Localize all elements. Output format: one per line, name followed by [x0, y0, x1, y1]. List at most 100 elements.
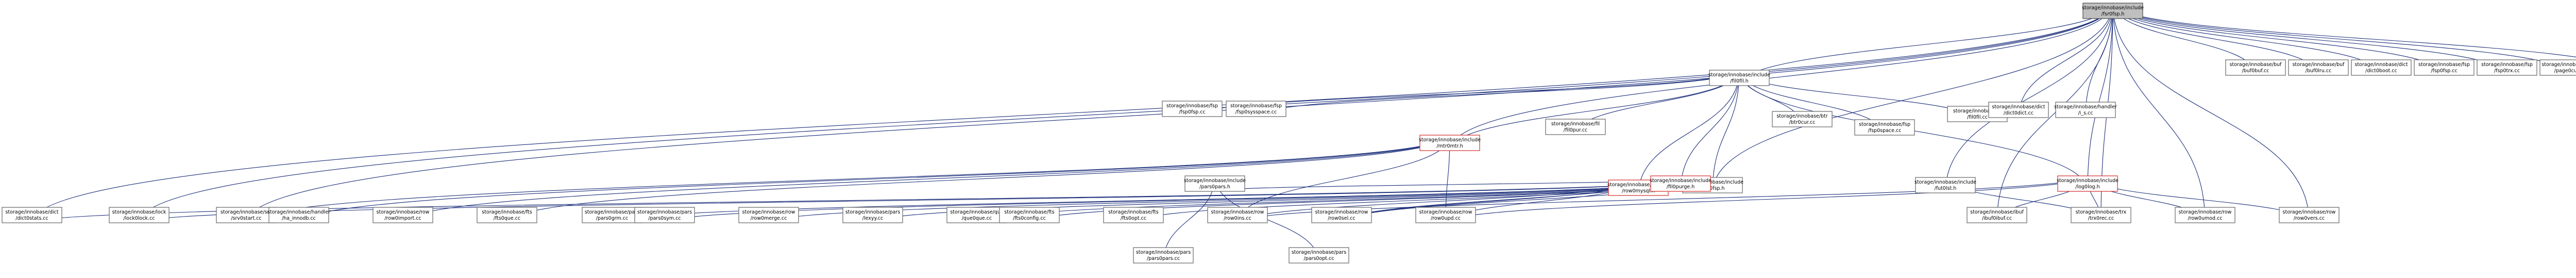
node-ibuf0ibuf[interactable]: storage/innobase/ibuf/ibuf0ibuf.cc [1967, 207, 2027, 223]
node-label: storage/innobase/include [2082, 5, 2144, 11]
node-row0merge[interactable]: storage/innobase/row/row0merge.cc [738, 207, 799, 223]
node-label: /row0upd.cc [1431, 216, 1461, 221]
edge-ha_innodb-to-mtr0mtr [298, 135, 1452, 223]
node-trx0rec[interactable]: storage/innobase/trx/trx0rec.cc [2071, 207, 2131, 223]
node-fil0fil[interactable]: storage/innobase/include/fil0fil.h [1708, 70, 1770, 86]
node-fsp0fsp_fsp[interactable]: storage/innobase/fsp/fsp0fsp.cc [2414, 59, 2475, 76]
node-box [1311, 207, 1372, 223]
node-fil0pur[interactable]: storage/innobase/fil/fil0pur.cc [1545, 119, 1606, 135]
node-i_s[interactable]: storage/innobase/handler/i_s.cc [2054, 102, 2117, 118]
node-fsp0trx[interactable]: storage/innobase/fsp/fsp0trx.cc [2477, 59, 2537, 76]
node-pars0grm[interactable]: storage/innobase/pars/pars0grm.cc [582, 207, 642, 223]
node-label: storage/innobase/pars [845, 209, 900, 215]
edge-fsp0fsp_cc-to-fil0fil [1192, 70, 1741, 117]
node-dict0stats[interactable]: storage/innobase/dict/dict0stats.cc [2, 207, 62, 223]
node-box [582, 207, 642, 223]
node-srv0start[interactable]: storage/innobase/srv/srv0start.cc [216, 207, 277, 223]
node-label: storage/innobase/include [1184, 178, 1246, 184]
node-label: /fut0lst.h [1935, 186, 1957, 191]
node-label: /page0cur.cc [2554, 68, 2576, 74]
node-row0ins[interactable]: storage/innobase/row/row0ins.cc [1207, 207, 1268, 223]
node-lexyy[interactable]: storage/innobase/pars/lexyy.cc [842, 207, 903, 223]
node-fil0purge[interactable]: storage/innobase/include/fil0purge.h [1650, 175, 1711, 192]
node-label: storage/innobase/row [377, 209, 430, 215]
node-label: /buf0lru.cc [2306, 68, 2332, 74]
node-label: /lexyy.cc [862, 216, 884, 221]
node-label: storage/innobase/pars [1136, 250, 1191, 255]
node-label: /trx0rec.cc [2088, 216, 2114, 221]
node-page0cur[interactable]: storage/innobase/page/page0cur.cc [2539, 59, 2576, 76]
node-box [1915, 177, 1976, 193]
node-log0log[interactable]: storage/innobase/include/log0log.h [2057, 175, 2119, 192]
node-label: storage/innobase/buf [2229, 62, 2282, 68]
node-fsp0space[interactable]: storage/innobase/fsp/fsp0space.cc [1854, 119, 1915, 136]
node-label: storage/innobase/handler [267, 209, 330, 215]
node-pars0opt[interactable]: storage/innobase/pars/pars0opt.cc [1289, 247, 1349, 264]
node-mtr0mtr[interactable]: storage/innobase/include/mtr0mtr.h [1419, 135, 1481, 151]
node-fsp0fsp_cc[interactable]: storage/innobase/fsp/fsp0fsp.cc [1162, 101, 1223, 117]
node-label: /fsp0trx.cc [2494, 68, 2520, 74]
node-row0umod[interactable]: storage/innobase/row/row0umod.cc [2175, 207, 2235, 223]
edge-dict0stats-to-root [31, 3, 2115, 223]
node-box [2539, 59, 2576, 76]
node-box [1162, 101, 1223, 117]
node-box [1415, 207, 1476, 223]
edge-fil0fil-to-root [1739, 3, 2115, 86]
edge-fut0lst-to-root [1945, 3, 2115, 193]
node-label: /row0mysql.h [1622, 188, 1655, 194]
edge-fsp0fsp_h-to-root [1712, 3, 2115, 193]
node-box [1133, 247, 1194, 264]
node-label: /fts0que.cc [494, 216, 520, 221]
node-fts0config[interactable]: storage/innobase/fts/fts0config.cc [999, 207, 1060, 223]
node-row0vers[interactable]: storage/innobase/row/row0vers.cc [2279, 207, 2340, 223]
node-label: storage/innobase/fts [482, 209, 532, 215]
node-fts0que[interactable]: storage/innobase/fts/fts0que.cc [477, 207, 537, 223]
node-btr0cur[interactable]: storage/innobase/btr/btr0cur.cc [1772, 111, 1833, 127]
node-label: storage/innobase/include [1914, 179, 1976, 185]
edge-srv0start-to-mtr0mtr [246, 135, 1452, 223]
node-dict0boot[interactable]: storage/innobase/dict/dict0boot.cc [2351, 59, 2412, 76]
node-box [2175, 207, 2235, 223]
node-label: /ha_innodb.cc [282, 216, 316, 221]
node-box [1545, 119, 1606, 135]
node-label: /fsp0fsp.cc [1179, 109, 1205, 115]
node-box [2414, 59, 2475, 76]
node-pars0pars_cc[interactable]: storage/innobase/pars/pars0pars.cc [1133, 247, 1194, 264]
node-label: storage/innobase/dict [1992, 104, 2045, 110]
node-label: storage/innobase/pars [585, 209, 639, 215]
node-buf0lru[interactable]: storage/innobase/buf/buf0lru.cc [2288, 59, 2349, 76]
node-lock0lock[interactable]: storage/innobase/lock/lock0lock.cc [109, 207, 170, 223]
edge-dict0dict-to-root [2018, 3, 2115, 118]
node-row0import[interactable]: storage/innobase/row/row0import.cc [372, 207, 433, 223]
node-label: /row0import.cc [384, 216, 421, 221]
node-row0sel[interactable]: storage/innobase/row/row0sel.cc [1311, 207, 1372, 223]
node-box [2279, 207, 2340, 223]
node-label: /fsp0sysspace.cc [1235, 109, 1277, 115]
node-box [2, 207, 62, 223]
node-ha_innodb[interactable]: storage/innobase/handler/ha_innodb.cc [267, 207, 330, 223]
node-label: storage/innobase/pars [1292, 250, 1346, 255]
node-que0que[interactable]: storage/innobase/que/que0que.cc [946, 207, 1007, 223]
node-label: /que0que.cc [962, 216, 992, 221]
node-label: storage/innobase/dict [2354, 62, 2408, 68]
node-label: storage/innobase/include [1708, 72, 1770, 78]
node-dict0dict[interactable]: storage/innobase/dict/dict0dict.cc [1988, 102, 2049, 118]
node-box [1419, 135, 1480, 151]
node-box [2082, 3, 2143, 19]
node-fts0opt[interactable]: storage/innobase/fts/fts0opt.cc [1103, 207, 1164, 223]
edge-row0umod-to-root [2111, 3, 2206, 223]
node-pars0pars_h[interactable]: storage/innobase/include/pars0pars.h [1184, 175, 1246, 192]
edge-page0page-to-root [2111, 3, 2576, 58]
node-label: /mtr0mtr.h [1436, 143, 1463, 149]
node-root[interactable]: storage/innobase/include/fsr0fsp.h [2082, 3, 2144, 19]
node-label: storage/innobase/fil [1551, 121, 1600, 127]
node-pars0sym[interactable]: storage/innobase/pars/pars0sym.cc [634, 207, 695, 223]
node-label: /row0sel.cc [1328, 216, 1355, 221]
node-label: storage/innobase/fsp [1859, 122, 1910, 127]
node-fut0lst[interactable]: storage/innobase/include/fut0lst.h [1914, 177, 1976, 193]
node-label: /fil0purge.h [1667, 184, 1695, 190]
node-buf0buf[interactable]: storage/innobase/buf/buf0buf.cc [2225, 59, 2286, 76]
node-fsp0sysspace[interactable]: storage/innobase/fsp/fsp0sysspace.cc [1226, 101, 1286, 117]
node-row0upd[interactable]: storage/innobase/row/row0upd.cc [1415, 207, 1476, 223]
node-box [1289, 247, 1349, 264]
